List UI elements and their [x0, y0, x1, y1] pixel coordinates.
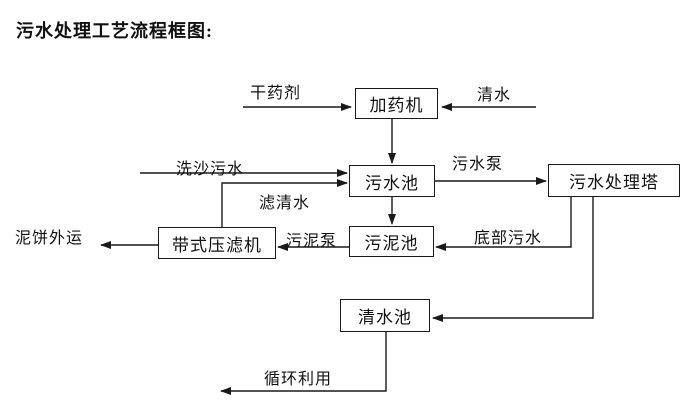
arrow-filtered-water-to-sewage-pool [221, 179, 348, 227]
node-belt-filter-press: 带式压滤机 [158, 227, 276, 259]
label-sand-washing-sewage: 洗沙污水 [176, 161, 245, 178]
label-sewage-pump: 污水泵 [452, 156, 504, 173]
node-clean-water-pool: 清水池 [340, 299, 430, 332]
label-recycle: 循环利用 [264, 371, 333, 388]
arrow-tower-to-sludge-pool [435, 197, 572, 251]
arrow-clean-pool-to-recycle [220, 332, 387, 395]
node-sludge-pool: 污泥池 [349, 226, 434, 257]
node-sewage-pool: 污水池 [349, 165, 435, 197]
arrow-tower-to-clean-pool [432, 197, 594, 322]
label-bottom-sewage: 底部污水 [474, 230, 543, 247]
label-filtered-water: 滤清水 [259, 195, 311, 212]
node-treatment-tower: 污水处理塔 [548, 164, 680, 197]
label-sludge-pump: 污泥泵 [286, 233, 338, 250]
diagram-title: 污水处理工艺流程框图: [16, 21, 213, 41]
label-mud-cake-out: 泥饼外运 [15, 230, 84, 247]
label-dry-chemical: 干药剂 [250, 85, 302, 102]
label-clean-water: 清水 [477, 87, 512, 104]
node-dosing-machine: 加药机 [355, 88, 438, 119]
